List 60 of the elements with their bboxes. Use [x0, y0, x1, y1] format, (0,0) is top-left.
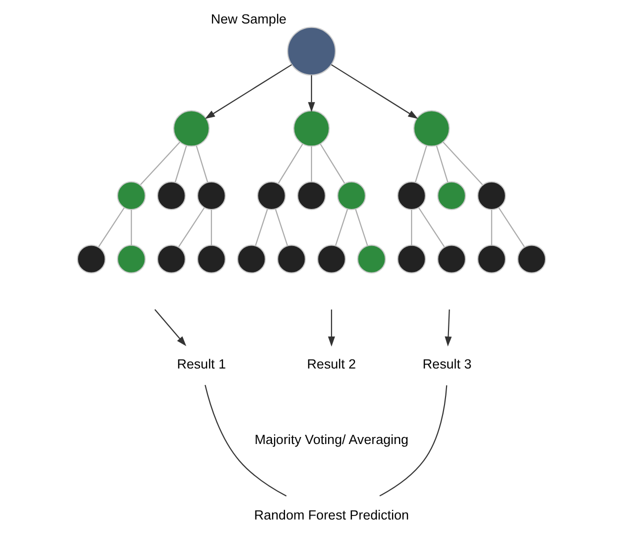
node-circle [156, 181, 186, 210]
node-text: Random Forest Prediction [254, 508, 408, 523]
label: Majority Voting/ Averaging [254, 432, 408, 448]
node-circle [156, 244, 186, 274]
arrow [308, 75, 314, 112]
connector [130, 210, 132, 246]
node-circle [396, 244, 426, 274]
node-circle [172, 110, 210, 147]
node-circle [356, 244, 386, 274]
node-circle [196, 181, 226, 210]
node-circle [286, 26, 336, 76]
node-circle [296, 181, 326, 210]
connector [319, 144, 344, 184]
arrow [204, 64, 292, 119]
connector [490, 210, 492, 246]
connector [140, 142, 180, 186]
node-circle [256, 181, 286, 210]
connector [254, 209, 268, 246]
connector [278, 144, 303, 184]
node-circle [116, 244, 146, 274]
connector [334, 209, 348, 246]
node-circle [436, 244, 466, 274]
connector [98, 207, 124, 248]
node-circle [196, 244, 226, 274]
node-circle [476, 244, 506, 274]
connector [204, 384, 286, 497]
node-label: New Sample [210, 11, 286, 26]
connector [436, 145, 448, 182]
connector [354, 209, 368, 246]
arrow [154, 309, 186, 346]
node-circle [76, 244, 106, 274]
node-circle [316, 244, 346, 274]
connector [210, 210, 212, 246]
arrow [328, 310, 335, 347]
arrow [330, 64, 418, 119]
node-text: Result 1 [176, 356, 226, 372]
connector [378, 385, 447, 496]
node-circle [516, 244, 546, 274]
node-circle [276, 244, 306, 274]
connector [174, 145, 186, 182]
connector [498, 207, 524, 248]
node-circle [116, 181, 146, 210]
node-circle [292, 110, 330, 147]
connector [274, 209, 288, 246]
connector [310, 146, 312, 182]
node-circle [236, 244, 266, 274]
node-circle [396, 181, 426, 210]
node-text: Result 3 [422, 356, 472, 372]
node-text: Result 2 [306, 356, 356, 372]
connector [414, 145, 427, 182]
node-circle [476, 181, 506, 210]
connector [178, 207, 204, 248]
node-circle [436, 181, 466, 210]
node-circle [336, 181, 366, 210]
connector [195, 145, 208, 182]
connector [418, 207, 444, 248]
connector [442, 142, 482, 186]
node-circle [412, 110, 450, 147]
arrow [444, 310, 452, 347]
connector [410, 210, 412, 246]
